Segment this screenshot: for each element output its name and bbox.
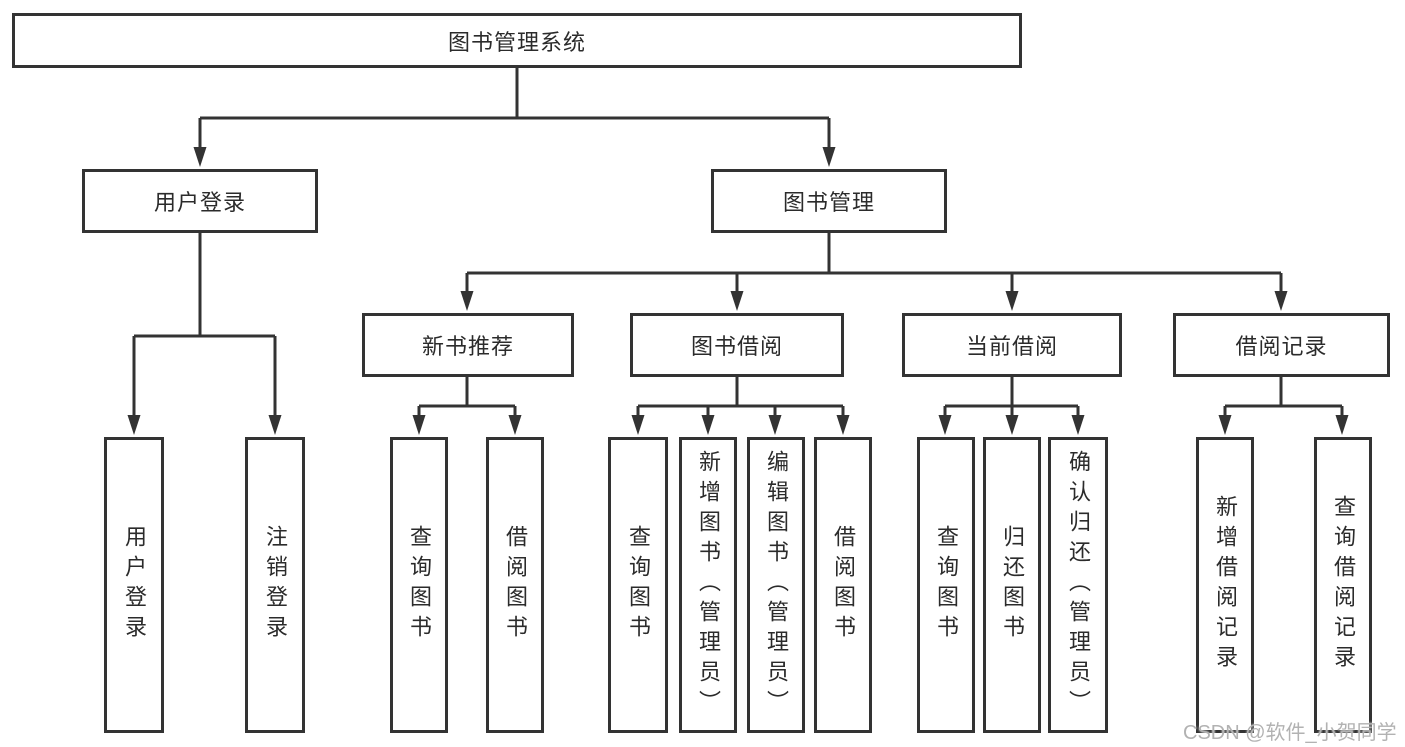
node-book-borrowing-label: 图书借阅 — [690, 334, 783, 359]
leaf-current-query-books: 查询图书 — [917, 437, 975, 733]
leaf-borrowing-add-books-admin: 新增图书（管理员） — [679, 437, 737, 733]
node-user-login: 用户登录 — [82, 169, 318, 233]
leaf-current-return-books-label: 归还图书 — [1000, 525, 1025, 645]
leaf-borrowing-query-books: 查询图书 — [608, 437, 668, 733]
leaf-user-login: 用户登录 — [104, 437, 164, 733]
leaf-recommend-borrow-books-label: 借阅图书 — [503, 525, 528, 645]
leaf-borrowing-borrow-books: 借阅图书 — [814, 437, 872, 733]
leaf-records-query-borrow-record-label: 查询借阅记录 — [1331, 495, 1356, 675]
leaf-records-add-borrow-record-label: 新增借阅记录 — [1213, 495, 1238, 675]
leaf-borrowing-query-books-label: 查询图书 — [626, 525, 651, 645]
leaf-user-login-label: 用户登录 — [122, 525, 147, 645]
node-current-borrowing-label: 当前借阅 — [965, 334, 1058, 359]
node-user-login-label: 用户登录 — [153, 190, 246, 215]
node-new-book-recommendation-label: 新书推荐 — [421, 334, 514, 359]
leaf-logout: 注销登录 — [245, 437, 305, 733]
node-borrowing-records: 借阅记录 — [1173, 313, 1390, 377]
leaf-recommend-query-books: 查询图书 — [390, 437, 448, 733]
leaf-current-confirm-return-admin-label: 确认归还（管理员） — [1066, 450, 1091, 720]
leaf-logout-label: 注销登录 — [263, 525, 288, 645]
node-borrowing-records-label: 借阅记录 — [1235, 334, 1328, 359]
leaf-borrowing-add-books-admin-label: 新增图书（管理员） — [696, 450, 721, 720]
leaf-records-query-borrow-record: 查询借阅记录 — [1314, 437, 1372, 733]
leaf-current-query-books-label: 查询图书 — [934, 525, 959, 645]
node-new-book-recommendation: 新书推荐 — [362, 313, 574, 377]
node-root: 图书管理系统 — [12, 13, 1022, 68]
leaf-borrowing-edit-books-admin-label: 编辑图书（管理员） — [764, 450, 789, 720]
node-book-management: 图书管理 — [711, 169, 947, 233]
leaf-recommend-query-books-label: 查询图书 — [407, 525, 432, 645]
leaf-borrowing-borrow-books-label: 借阅图书 — [831, 525, 856, 645]
node-root-label: 图书管理系统 — [447, 29, 586, 55]
connector-lines — [132, 68, 1344, 419]
node-current-borrowing: 当前借阅 — [902, 313, 1122, 377]
leaf-current-confirm-return-admin: 确认归还（管理员） — [1048, 437, 1108, 733]
node-book-borrowing: 图书借阅 — [630, 313, 844, 377]
leaf-recommend-borrow-books: 借阅图书 — [486, 437, 544, 733]
node-book-management-label: 图书管理 — [782, 190, 875, 215]
leaf-borrowing-edit-books-admin: 编辑图书（管理员） — [747, 437, 805, 733]
watermark: CSDN @软件_小贺同学 — [1183, 722, 1397, 744]
leaf-records-add-borrow-record: 新增借阅记录 — [1196, 437, 1254, 733]
leaf-current-return-books: 归还图书 — [983, 437, 1041, 733]
